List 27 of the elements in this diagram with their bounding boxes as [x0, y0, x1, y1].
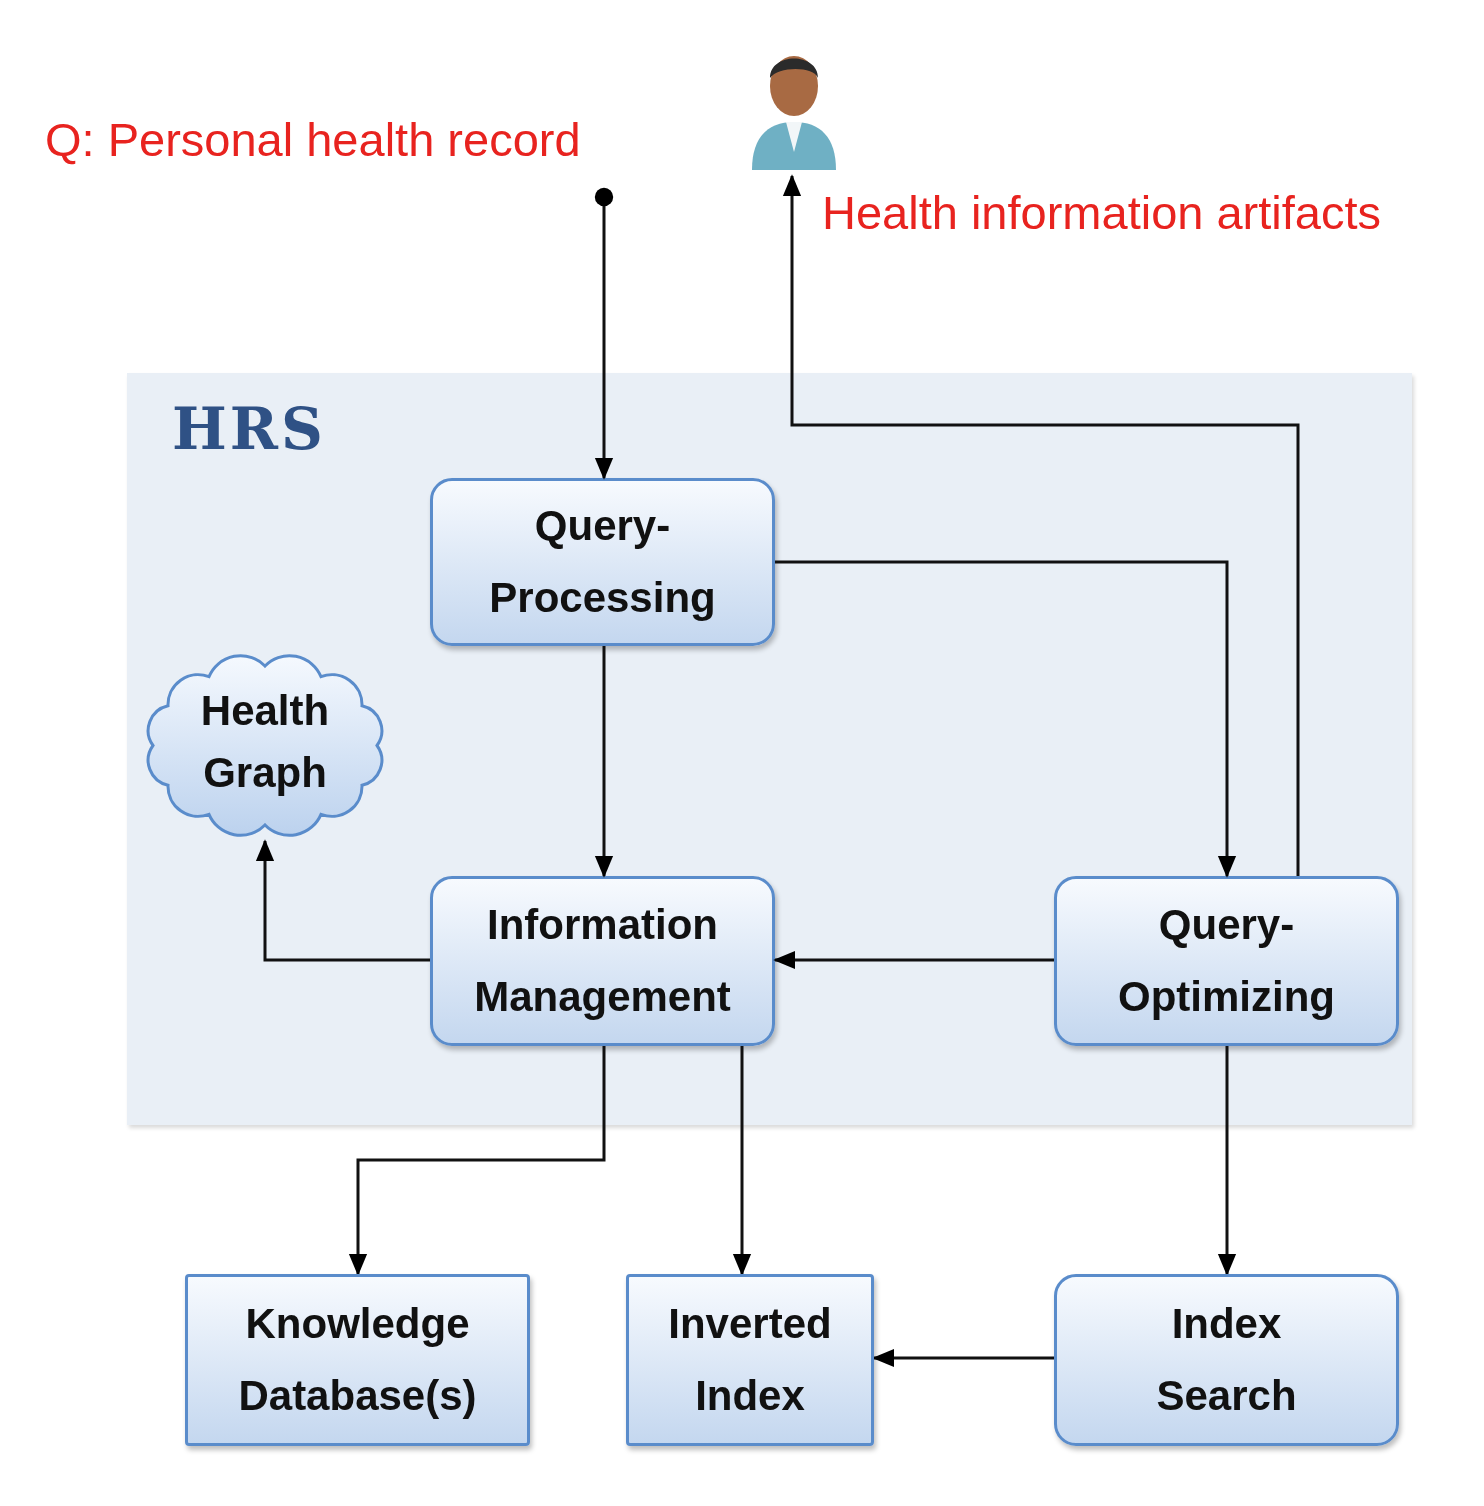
- process-box: [1054, 1274, 1399, 1446]
- arrow: [255, 839, 430, 962]
- output-label: Health information artifacts: [822, 185, 1382, 240]
- box-label: Health Graph: [199, 685, 331, 798]
- system-container: [127, 373, 1412, 1125]
- arrow: [594, 187, 614, 480]
- box-label: Query- Optimizing: [1117, 900, 1336, 1022]
- process-box: [430, 478, 775, 646]
- box-label: Index Search: [1155, 1299, 1298, 1421]
- process-box: [185, 1274, 530, 1446]
- box-label: Information Management: [473, 900, 732, 1022]
- arrow: [775, 560, 1237, 878]
- arrow: [1217, 1046, 1237, 1276]
- container-title: HRS: [172, 395, 326, 463]
- process-box: [626, 1274, 874, 1446]
- arrow: [732, 1046, 752, 1276]
- arrow: [773, 950, 1054, 970]
- box-label: Knowledge Database(s): [237, 1299, 478, 1421]
- process-box: [430, 876, 775, 1046]
- process-box: [1054, 876, 1399, 1046]
- arrow: [782, 174, 1300, 876]
- query-label: Q: Personal health record: [45, 112, 581, 167]
- box-label: Query- Processing: [488, 501, 717, 623]
- arrow: [594, 646, 614, 878]
- box-label: Inverted Index: [667, 1299, 833, 1421]
- arrow: [872, 1348, 1054, 1368]
- arrow: [348, 1046, 606, 1276]
